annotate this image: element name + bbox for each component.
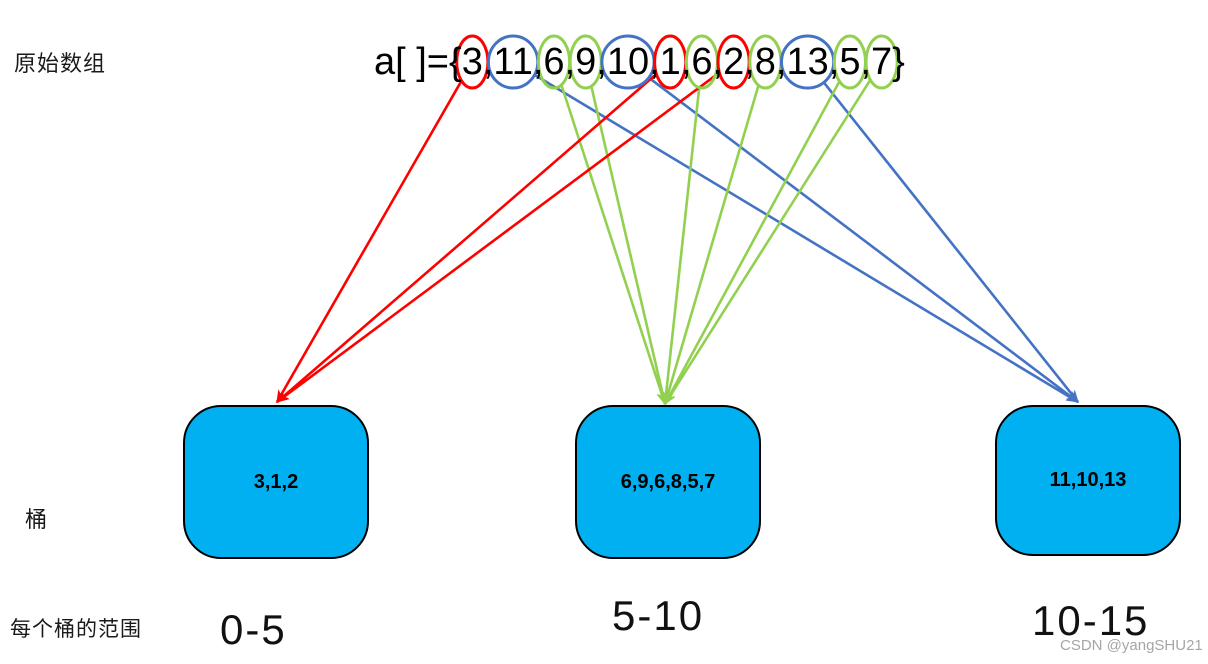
bucket-0-5: 3,1,2 bbox=[183, 405, 369, 559]
connector-line-green bbox=[661, 87, 701, 406]
array-separator: , bbox=[596, 41, 607, 83]
array-element: 7 bbox=[871, 41, 893, 83]
array-separator: , bbox=[828, 41, 840, 83]
array-element: 5 bbox=[839, 41, 861, 83]
range-5-10: 5-10 bbox=[612, 592, 705, 639]
array-separator: , bbox=[860, 41, 872, 83]
array-separator: , bbox=[744, 41, 755, 83]
array-separator: , bbox=[482, 41, 494, 83]
connector-line-red bbox=[275, 80, 463, 404]
bucket-row-label: 桶 bbox=[25, 507, 49, 532]
range-0-5: 0-5 bbox=[220, 606, 287, 653]
array-element: 1 bbox=[659, 41, 681, 83]
connector-line-green bbox=[560, 84, 667, 406]
array-element: 11 bbox=[493, 41, 533, 83]
range-10-15: 10-15 bbox=[1032, 597, 1150, 644]
connector-line-green bbox=[590, 85, 668, 406]
connector-line-green bbox=[663, 84, 760, 406]
connector-line-red bbox=[276, 73, 658, 403]
array-separator: , bbox=[680, 41, 692, 83]
connector-line-blue bbox=[533, 73, 1080, 404]
array-element: 2 bbox=[723, 41, 745, 83]
array-separator: , bbox=[564, 41, 576, 83]
bucket-0-5-contents: 3,1,2 bbox=[253, 470, 299, 493]
array-element: 3 bbox=[461, 41, 483, 83]
array-element: 6 bbox=[691, 41, 713, 83]
original-array-label: 原始数组 bbox=[14, 51, 107, 76]
connector-line-red bbox=[275, 71, 721, 404]
array-expression: a[ ]={3,11,6,9,10,1,6,2,8,13,5,7} bbox=[374, 40, 905, 84]
connector-line-blue bbox=[648, 76, 1080, 404]
bucket-5-10-contents: 6,9,6,8,5,7 bbox=[620, 470, 716, 493]
watermark: CSDN @yangSHU21 bbox=[1060, 637, 1203, 654]
array-element: 6 bbox=[543, 41, 565, 83]
connector-line-green bbox=[663, 80, 841, 406]
connector-line-blue bbox=[822, 81, 1080, 404]
array-element: 13 bbox=[786, 41, 829, 83]
array-separator: , bbox=[712, 41, 724, 83]
array-separator: , bbox=[532, 41, 544, 83]
array-element: 9 bbox=[575, 41, 597, 83]
array-element: 10 bbox=[606, 41, 650, 83]
bucket-10-15: 11,10,13 bbox=[995, 405, 1181, 556]
array-suffix: } bbox=[892, 41, 905, 83]
bucket-10-15-contents: 11,10,13 bbox=[1049, 469, 1127, 491]
array-separator: , bbox=[775, 41, 787, 83]
array-separator: , bbox=[649, 41, 660, 83]
bucket-5-10: 6,9,6,8,5,7 bbox=[575, 405, 761, 559]
connector-lines-layer bbox=[275, 71, 1080, 406]
array-prefix: a[ ]={ bbox=[374, 41, 462, 83]
array-element: 8 bbox=[754, 41, 776, 83]
connector-line-green bbox=[663, 79, 872, 406]
bucket-range-label: 每个桶的范围 bbox=[10, 618, 142, 641]
